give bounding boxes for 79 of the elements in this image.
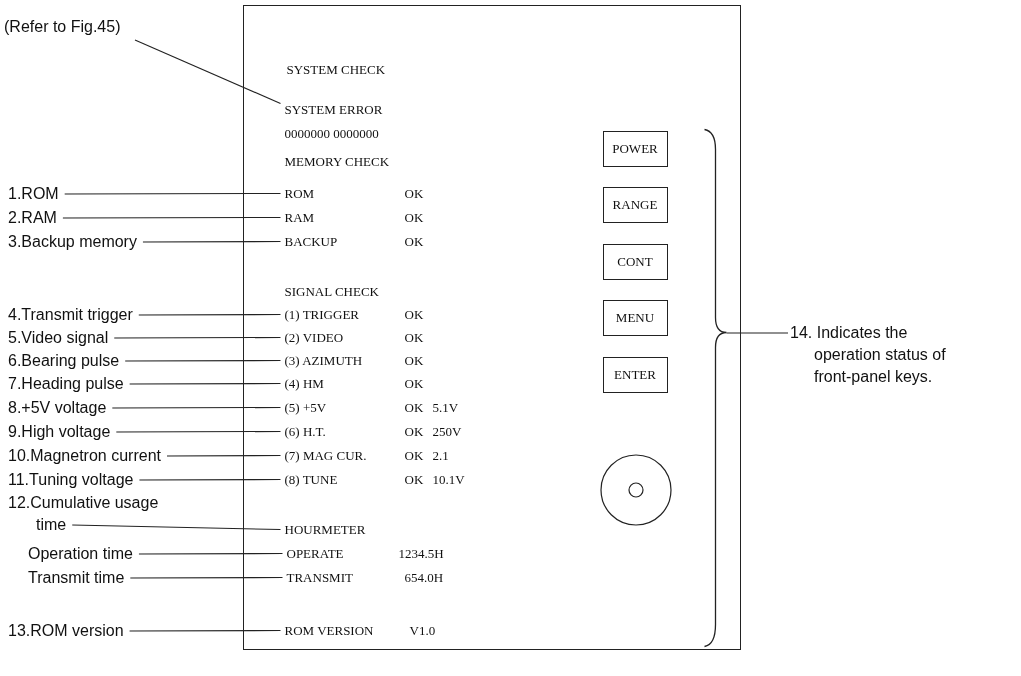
status-text: OK [404,375,424,392]
callout-label: 5.Video signal [8,327,109,349]
status-text: 1234.5H [398,545,444,562]
status-text: OK [404,306,424,323]
callout-label: 10.Magnetron current [8,445,161,467]
leader-line [64,192,282,195]
status-text: OK [404,352,424,369]
item-name: OPERATE [286,545,344,562]
screen-heading: SIGNAL CHECK [284,283,379,300]
callout-label: 1.ROM [8,183,59,205]
leader-line [129,576,284,579]
leader-line [111,406,282,409]
status-text: OK [404,185,424,202]
callout-label: Operation time [28,543,133,565]
item-name: (8) TUNE [284,471,338,488]
item-name: (5) +5V [284,399,327,416]
leader-line [138,552,284,555]
key-button: RANGE [602,186,668,223]
item-name: (1) TRIGGER [284,306,359,323]
leader-line [124,359,282,362]
callout-label: 9.High voltage [8,421,111,443]
display-screen [243,5,741,650]
status-text: OK [404,447,424,464]
screen-heading: SYSTEM CHECK [286,61,386,78]
screen-text: HOURMETER [284,521,366,538]
leader-line [166,454,282,457]
leader-line [725,332,789,334]
status-text: OK [404,423,424,440]
item-name: RAM [284,209,315,226]
callout-label: 8.+5V voltage [8,397,107,419]
curly-bracket [703,128,728,648]
value-text: 10.1V [432,471,465,488]
key-button: ENTER [602,356,668,393]
leader-line [129,382,282,385]
leader-line [71,524,282,531]
leader-line [138,313,282,316]
leader-line [142,240,282,243]
status-text: OK [404,399,424,416]
key-button: MENU [602,299,668,336]
status-text: OK [404,329,424,346]
item-name: (6) H.T. [284,423,326,440]
leader-line [138,478,282,481]
status-text: OK [404,471,424,488]
callout-label: 11.Tuning voltage [8,469,134,491]
callout-label: (Refer to Fig.45) [4,16,121,38]
callout-label: 12.Cumulative usage time [8,492,186,536]
value-text: 250V [432,423,462,440]
status-text: OK [404,209,424,226]
item-name: TRANSMIT [286,569,353,586]
item-name: (4) HM [284,375,324,392]
leader-line [62,216,282,219]
callout-label: 2.RAM [8,207,57,229]
item-name: (3) AZIMUTH [284,352,363,369]
callout-label: 3.Backup memory [8,231,137,253]
status-text: OK [404,233,424,250]
leader-line [113,336,282,339]
callout-label: 7.Heading pulse [8,373,124,395]
screen-text: SYSTEM ERROR [284,101,383,118]
item-name: ROM VERSION [284,622,374,639]
item-name: (7) MAG CUR. [284,447,367,464]
leader-line [115,430,282,433]
leader-line [134,39,282,105]
callout-label: 13.ROM version [8,620,124,642]
callout-label: Transmit time [28,567,125,589]
callout-label: 14. Indicates the operation status of front-panel keys. [790,322,964,388]
item-name: BACKUP [284,233,338,250]
item-name: ROM [284,185,315,202]
value-text: 5.1V [432,399,459,416]
status-text: 654.0H [404,569,444,586]
key-button: CONT [602,243,668,280]
screen-heading: 0000000 0000000 [284,125,379,142]
callout-label: 6.Bearing pulse [8,350,120,372]
key-button: POWER [602,130,668,167]
callout-label: 4.Transmit trigger [8,304,133,326]
status-text: V1.0 [409,622,436,639]
value-text: 2.1 [432,447,449,464]
screen-heading: MEMORY CHECK [284,153,390,170]
item-name: (2) VIDEO [284,329,344,346]
leader-line [129,629,282,632]
